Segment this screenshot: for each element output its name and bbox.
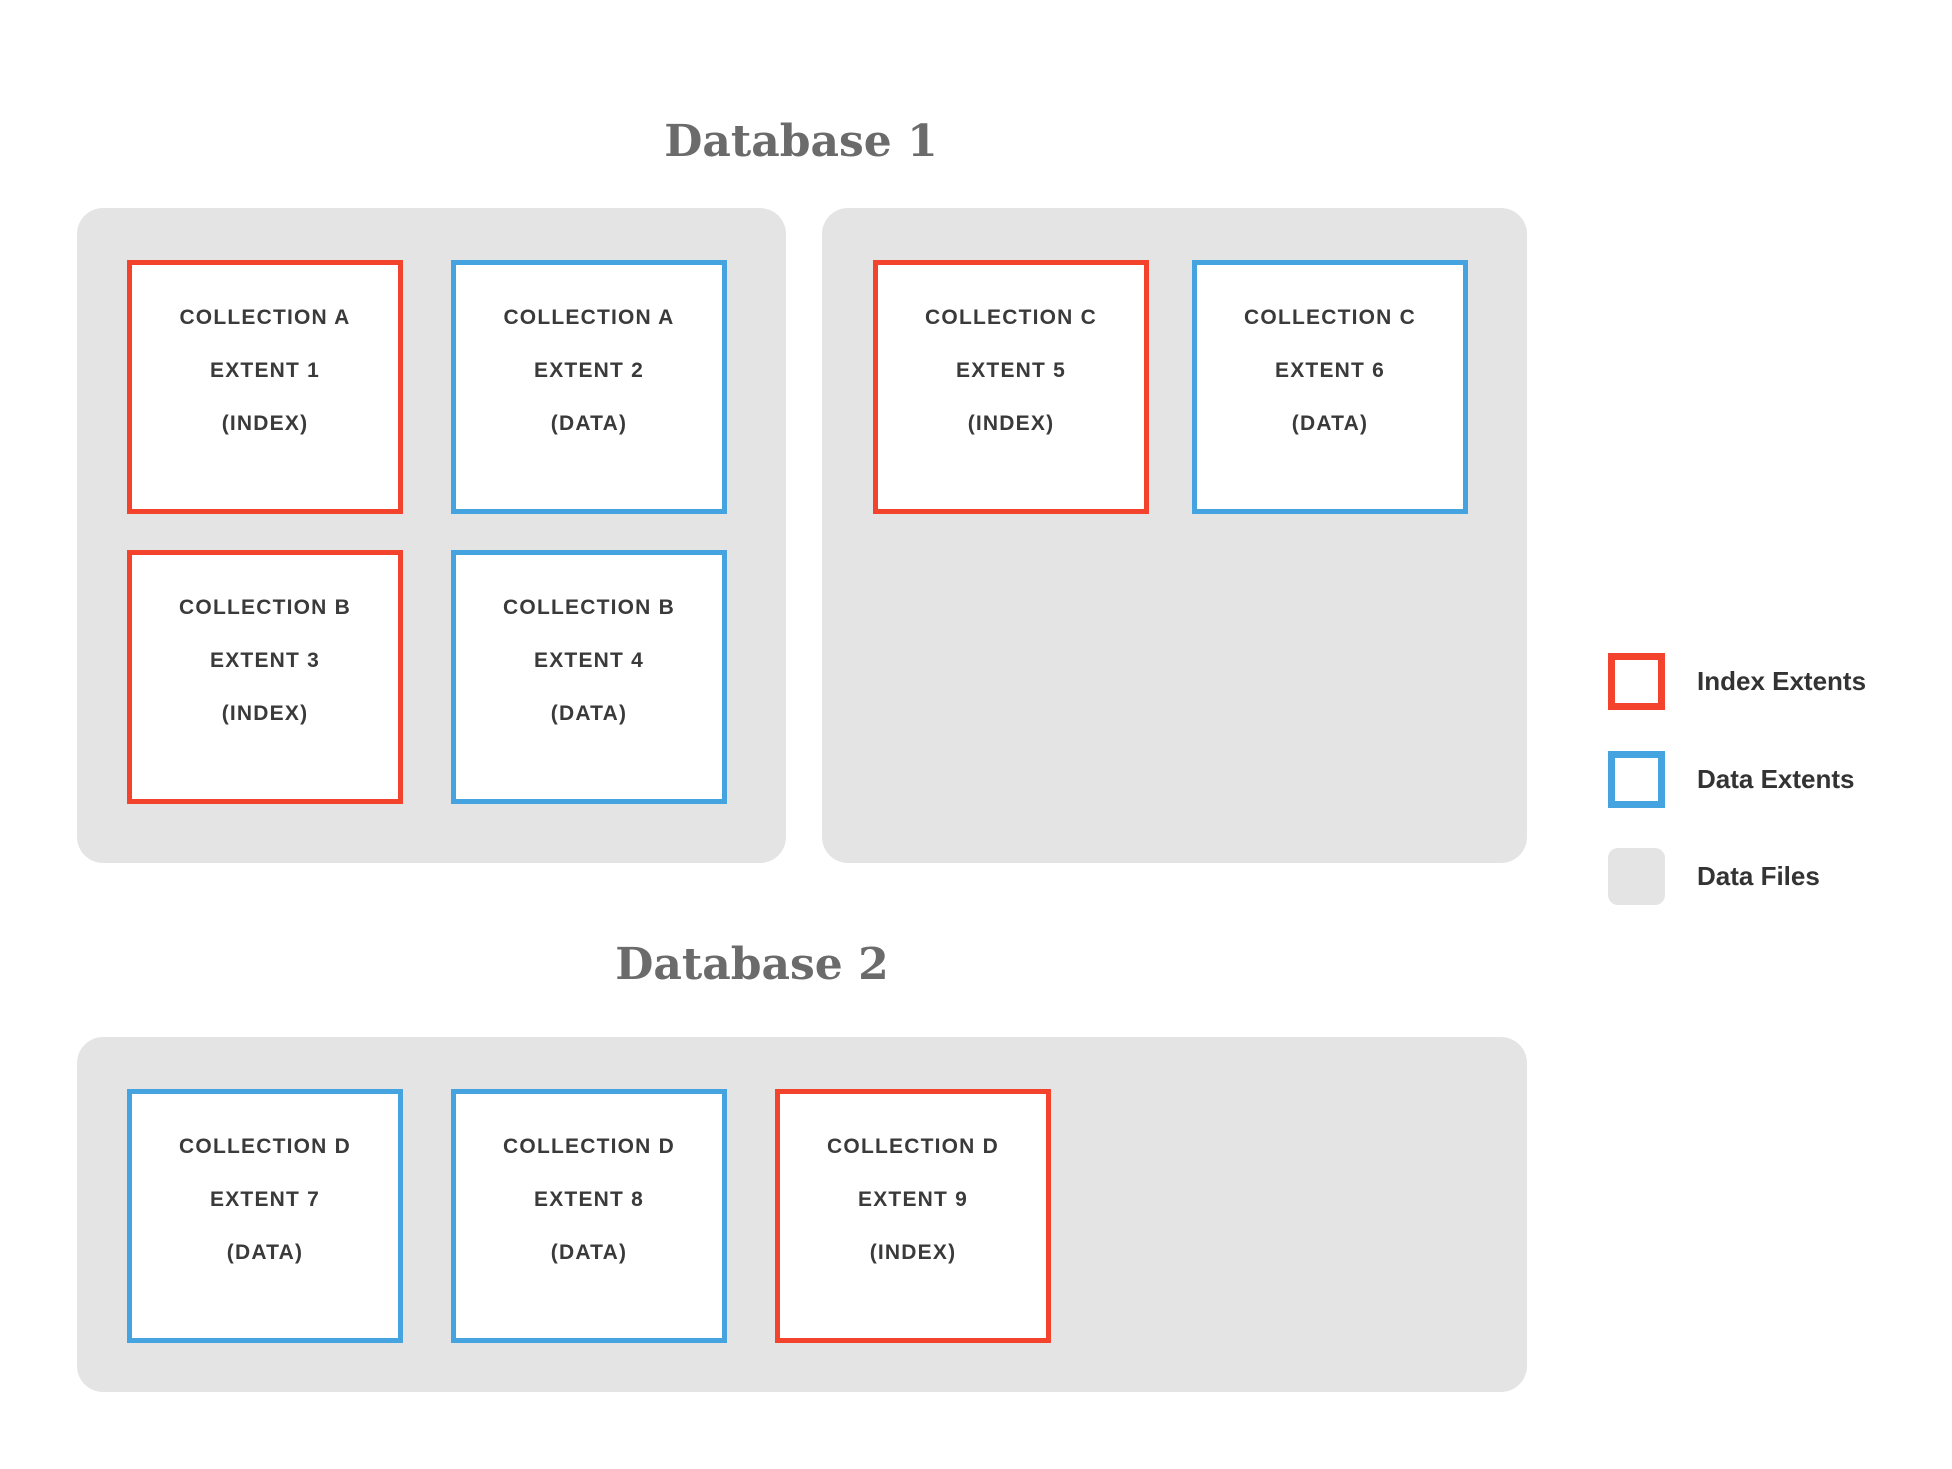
extent-kind-label: (INDEX) <box>967 412 1055 435</box>
extent-collection-label: COLLECTION D <box>179 1135 351 1158</box>
extent-box-4: COLLECTION B EXTENT 4 (DATA) <box>451 550 727 804</box>
extent-collection-label: COLLECTION A <box>503 306 675 329</box>
extent-kind-label: (DATA) <box>550 1241 628 1264</box>
extent-collection-label: COLLECTION B <box>179 596 351 619</box>
data-file-3: COLLECTION D EXTENT 7 (DATA) COLLECTION … <box>77 1037 1527 1392</box>
extent-box-2: COLLECTION A EXTENT 2 (DATA) <box>451 260 727 514</box>
extent-number-label: EXTENT 9 <box>858 1188 968 1211</box>
extent-number-label: EXTENT 6 <box>1275 359 1385 382</box>
data-extent-swatch-icon <box>1608 751 1665 808</box>
extent-kind-label: (INDEX) <box>869 1241 957 1264</box>
extent-collection-label: COLLECTION C <box>1244 306 1416 329</box>
extent-kind-label: (DATA) <box>1291 412 1369 435</box>
extent-collection-label: COLLECTION B <box>503 596 675 619</box>
extent-number-label: EXTENT 8 <box>534 1188 644 1211</box>
data-file-swatch-icon <box>1608 848 1665 905</box>
database-1-title: Database 1 <box>664 116 938 167</box>
legend-item-index-extents: Index Extents <box>1608 653 1866 710</box>
extent-collection-label: COLLECTION A <box>179 306 351 329</box>
extent-kind-label: (INDEX) <box>221 412 309 435</box>
extent-number-label: EXTENT 4 <box>534 649 644 672</box>
legend-item-data-files: Data Files <box>1608 848 1820 905</box>
extent-box-7: COLLECTION D EXTENT 7 (DATA) <box>127 1089 403 1343</box>
extent-number-label: EXTENT 7 <box>210 1188 320 1211</box>
extent-number-label: EXTENT 2 <box>534 359 644 382</box>
extent-box-1: COLLECTION A EXTENT 1 (INDEX) <box>127 260 403 514</box>
extent-kind-label: (DATA) <box>226 1241 304 1264</box>
extent-kind-label: (INDEX) <box>221 702 309 725</box>
database-2-title: Database 2 <box>615 939 889 990</box>
extent-box-8: COLLECTION D EXTENT 8 (DATA) <box>451 1089 727 1343</box>
legend-label: Data Files <box>1697 861 1820 891</box>
extent-number-label: EXTENT 3 <box>210 649 320 672</box>
data-file-2: COLLECTION C EXTENT 5 (INDEX) COLLECTION… <box>822 208 1527 863</box>
legend-label: Data Extents <box>1697 764 1855 794</box>
legend-label: Index Extents <box>1697 666 1867 696</box>
extent-box-9: COLLECTION D EXTENT 9 (INDEX) <box>775 1089 1051 1343</box>
index-extent-swatch-icon <box>1608 653 1665 710</box>
legend-item-data-extents: Data Extents <box>1608 751 1855 808</box>
extent-number-label: EXTENT 5 <box>956 359 1066 382</box>
extent-kind-label: (DATA) <box>550 412 628 435</box>
extent-collection-label: COLLECTION C <box>925 306 1097 329</box>
extent-kind-label: (DATA) <box>550 702 628 725</box>
extent-collection-label: COLLECTION D <box>503 1135 675 1158</box>
extent-box-6: COLLECTION C EXTENT 6 (DATA) <box>1192 260 1468 514</box>
extent-box-3: COLLECTION B EXTENT 3 (INDEX) <box>127 550 403 804</box>
extent-box-5: COLLECTION C EXTENT 5 (INDEX) <box>873 260 1149 514</box>
data-file-1: COLLECTION A EXTENT 1 (INDEX) COLLECTION… <box>77 208 786 863</box>
extent-number-label: EXTENT 1 <box>210 359 320 382</box>
extent-collection-label: COLLECTION D <box>827 1135 999 1158</box>
